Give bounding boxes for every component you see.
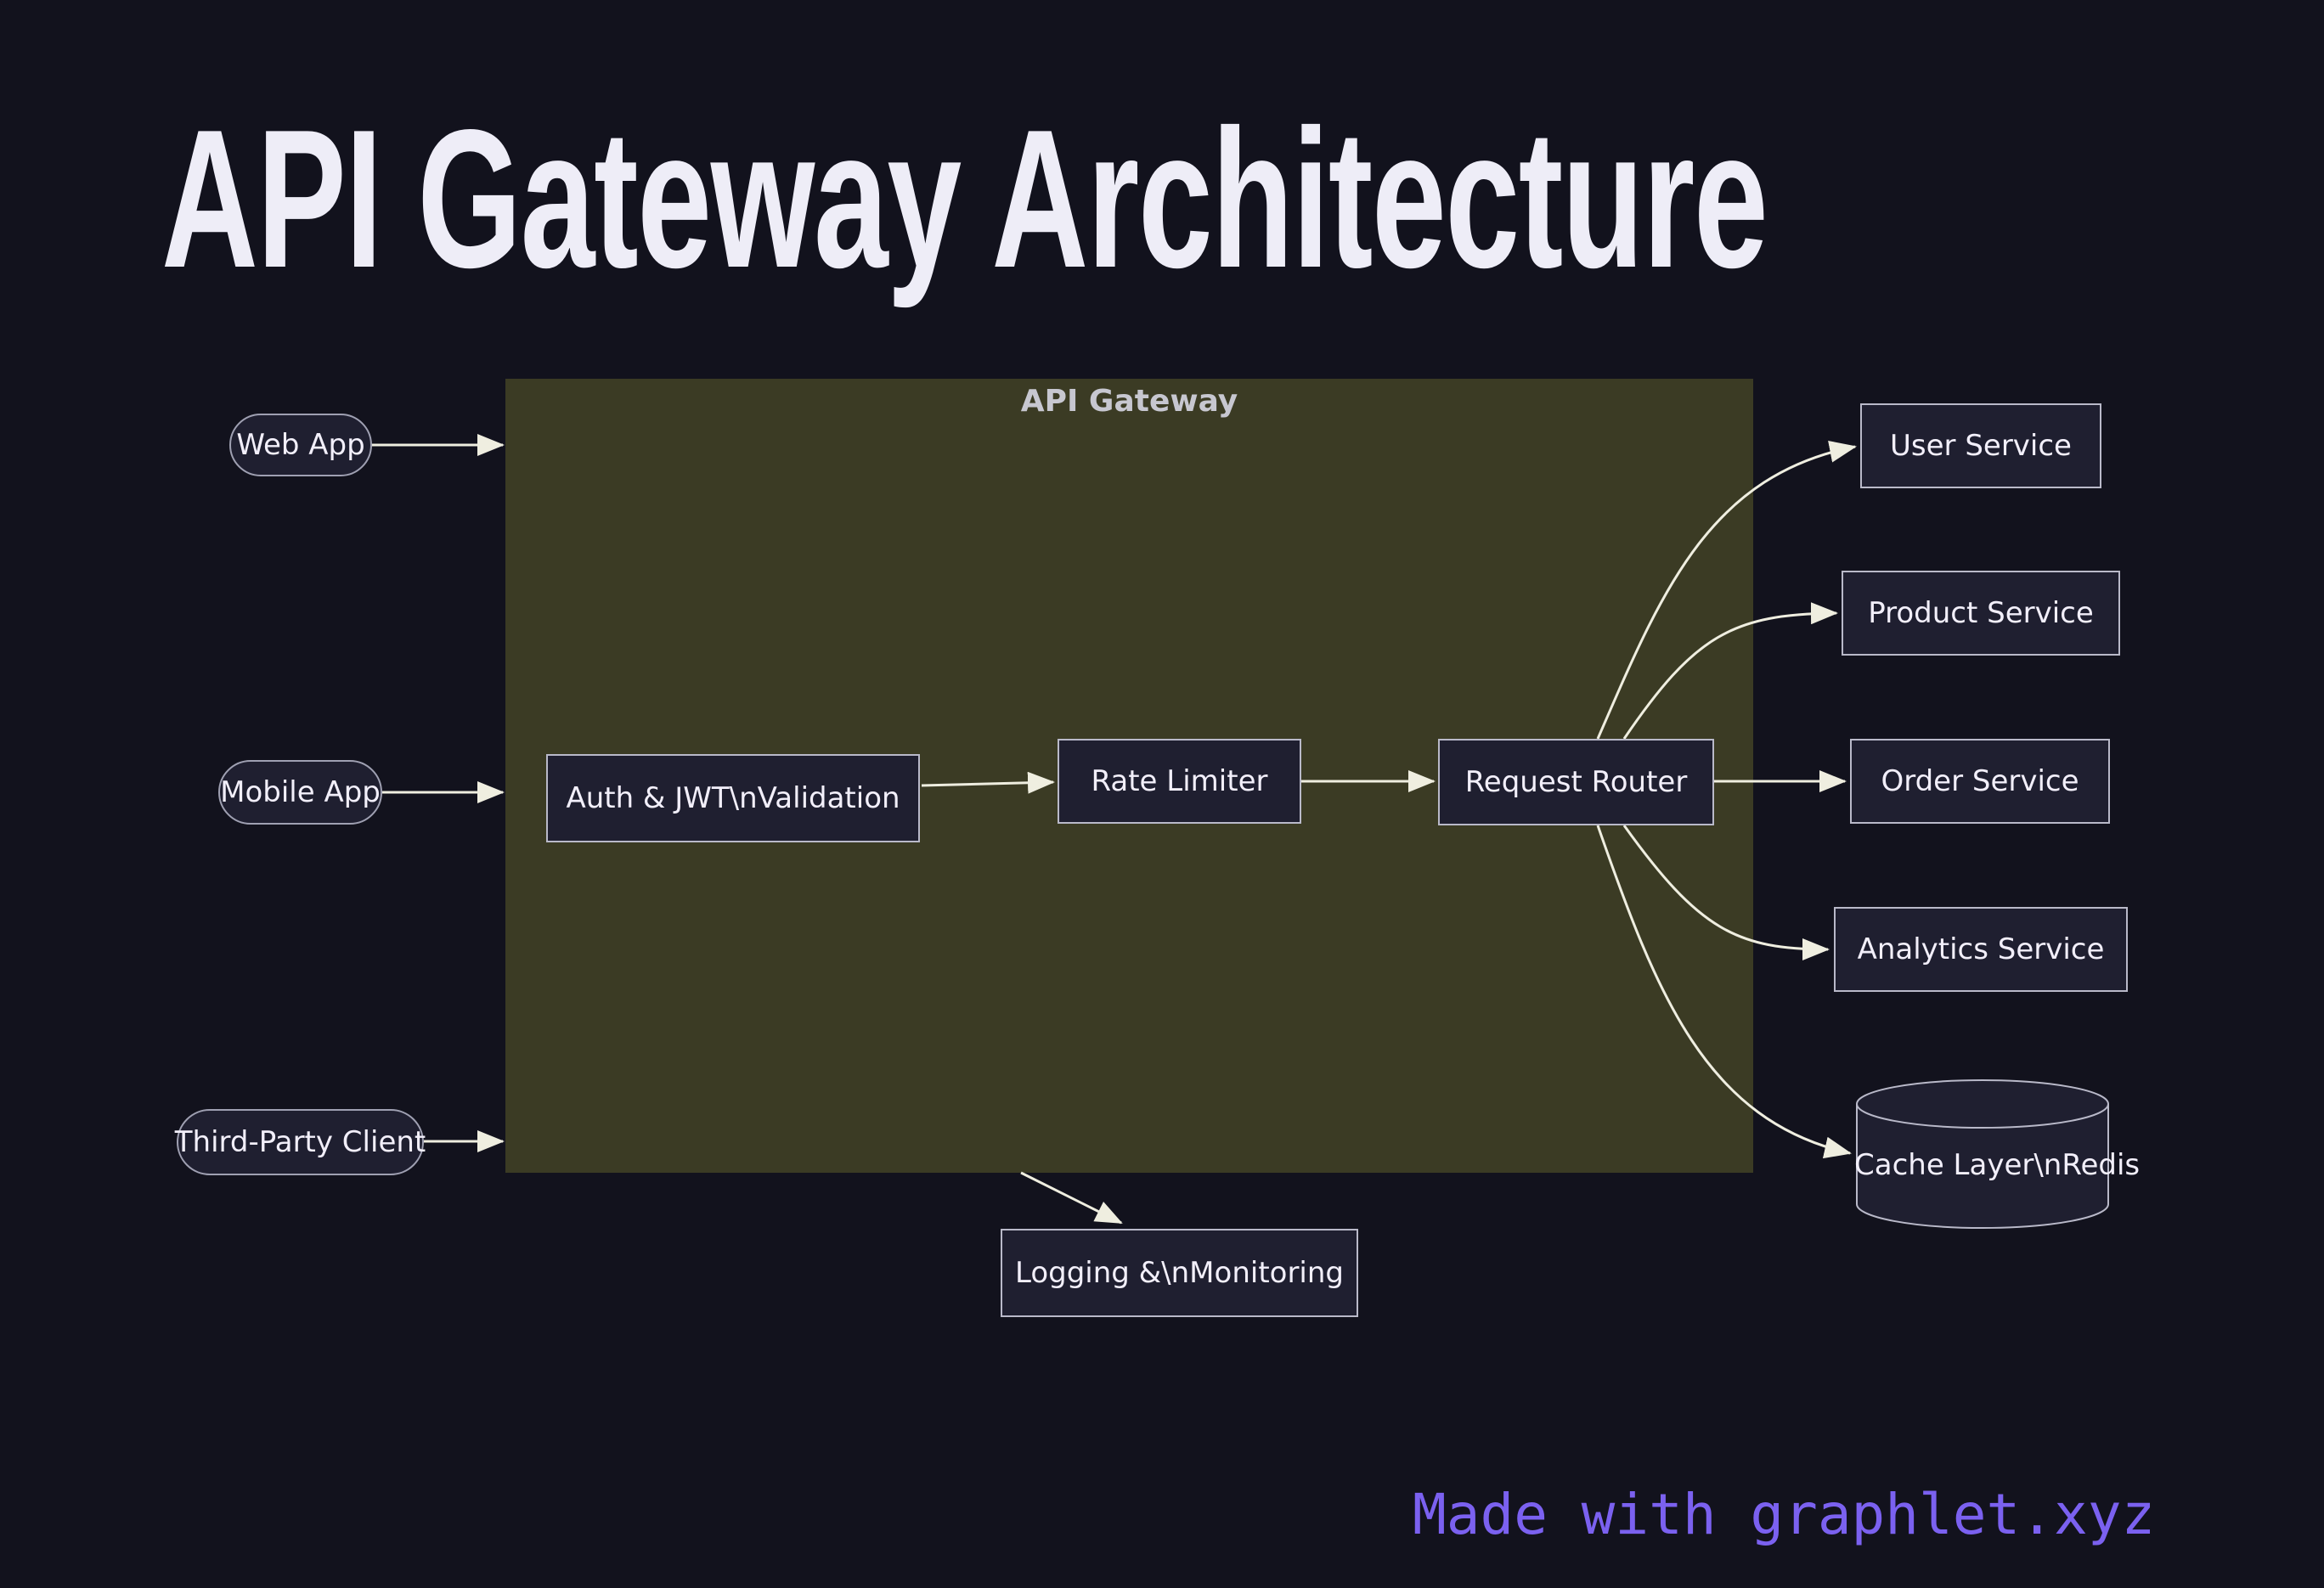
- node-request-router: Request Router: [1438, 739, 1714, 825]
- node-logging-monitoring: Logging &\nMonitoring: [1001, 1229, 1358, 1317]
- node-user-service-label: User Service: [1890, 429, 2072, 463]
- node-rate-limiter-label: Rate Limiter: [1091, 764, 1268, 798]
- node-cache-layer: Cache Layer\nRedis: [1854, 1077, 2141, 1233]
- node-web-app: Web App: [229, 414, 372, 476]
- node-mobile-app-label: Mobile App: [220, 775, 381, 809]
- node-logging-monitoring-label: Logging &\nMonitoring: [1014, 1256, 1345, 1290]
- node-request-router-label: Request Router: [1464, 765, 1688, 799]
- node-product-service-label: Product Service: [1868, 596, 2094, 630]
- node-order-service: Order Service: [1850, 739, 2110, 824]
- node-user-service: User Service: [1860, 403, 2101, 488]
- node-analytics-service-label: Analytics Service: [1857, 932, 2105, 966]
- node-rate-limiter: Rate Limiter: [1058, 739, 1301, 824]
- node-auth-jwt-validation: Auth & JWT\nValidation: [546, 754, 920, 842]
- node-product-service: Product Service: [1842, 571, 2120, 656]
- edge-gateway-to-logging: [1020, 1171, 1123, 1225]
- gateway-container-label: API Gateway: [1020, 384, 1238, 419]
- node-order-service-label: Order Service: [1881, 764, 2079, 798]
- page-title: API Gateway Architecture: [161, 89, 1768, 309]
- node-cache-layer-label: Cache Layer\nRedis: [1854, 1148, 2141, 1182]
- node-third-party-client: Third-Party Client: [174, 1109, 426, 1175]
- node-third-party-client-label: Third-Party Client: [174, 1125, 426, 1159]
- node-web-app-label: Web App: [236, 428, 365, 462]
- node-auth-jwt-validation-label: Auth & JWT\nValidation: [566, 781, 900, 815]
- database-cylinder-shape: [1856, 1079, 2109, 1229]
- footer-credit: Made with graphlet.xyz: [1413, 1482, 2156, 1547]
- node-mobile-app: Mobile App: [218, 760, 382, 825]
- node-analytics-service: Analytics Service: [1834, 907, 2128, 992]
